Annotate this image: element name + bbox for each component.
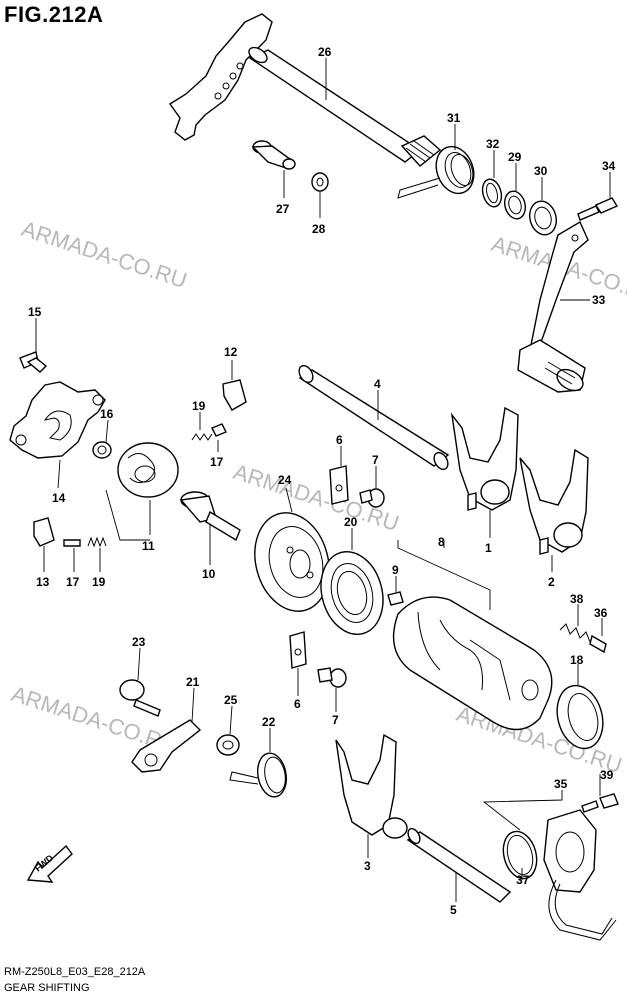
part-bolt-39	[581, 793, 619, 813]
forward-arrow-icon: FWD	[26, 844, 73, 883]
part-bearing-18	[556, 684, 604, 750]
part-gear-position-sensor-35	[543, 809, 617, 941]
leader-lines	[35, 58, 611, 902]
part-spring-19a	[191, 433, 213, 441]
part-pin-17a	[211, 423, 227, 437]
callout-36: 36	[594, 606, 608, 620]
callout-35: 35	[554, 777, 568, 791]
callout-6: 6	[336, 433, 343, 447]
part-stopper-arm-21	[131, 719, 202, 773]
part-shift-fork-1	[450, 406, 519, 511]
part-bearing-20	[320, 550, 384, 636]
part-screw-7a	[359, 488, 385, 508]
part-bolt-23	[119, 679, 161, 717]
callout-5: 5	[450, 903, 457, 917]
callout-25: 25	[224, 693, 238, 707]
callout-31: 31	[447, 111, 461, 125]
figure-title: FIG.212A	[4, 2, 104, 27]
part-stopper-plate-14	[9, 381, 106, 459]
part-screw-15	[19, 351, 48, 373]
callout-9: 9	[392, 563, 399, 577]
callout-3: 3	[364, 859, 371, 873]
callout-19b: 19	[92, 575, 106, 589]
callout-32: 32	[486, 137, 500, 151]
part-bolt-27	[251, 140, 296, 170]
part-stopper-6a	[329, 465, 349, 505]
callout-10: 10	[202, 567, 216, 581]
part-shift-cam-11	[117, 442, 179, 498]
part-return-spring	[397, 145, 475, 199]
callout-37: 37	[516, 873, 530, 887]
callout-26: 26	[318, 45, 332, 59]
callout-33: 33	[592, 293, 606, 307]
callout-7: 7	[372, 453, 379, 467]
part-washer-25	[216, 734, 240, 756]
callout-1: 1	[485, 541, 492, 555]
callout-6b: 6	[294, 697, 301, 711]
part-nut-16	[92, 441, 112, 459]
part-washer-29	[503, 190, 527, 220]
callout-8: 8	[438, 535, 445, 549]
callout-22: 22	[262, 715, 276, 729]
callout-20: 20	[344, 515, 358, 529]
part-o-ring-37	[502, 830, 538, 880]
callout-18: 18	[570, 653, 584, 667]
callout-numbers: 26 31 32 29 30 34 27 28 33 15 12 4 16 19…	[28, 45, 616, 917]
part-pin-17b	[63, 539, 81, 547]
callout-2: 2	[548, 575, 555, 589]
callout-39: 39	[600, 768, 614, 782]
callout-38: 38	[570, 592, 584, 606]
part-fork-shaft-5	[406, 827, 512, 903]
part-spring-19b	[87, 536, 107, 548]
callout-27: 27	[276, 202, 290, 216]
part-shift-fork-3	[335, 733, 408, 839]
callout-29: 29	[508, 150, 522, 164]
part-cam-bolt-10	[179, 491, 241, 542]
callout-21: 21	[186, 675, 200, 689]
part-gearshift-lever	[517, 220, 589, 393]
part-washer-28	[311, 172, 329, 192]
callout-4: 4	[374, 377, 381, 391]
callout-13: 13	[36, 575, 50, 589]
callout-24: 24	[278, 473, 292, 487]
part-shift-shaft	[168, 13, 442, 167]
part-circlip	[481, 178, 503, 208]
model-code: RM-Z250L8_E03_E28_212A	[4, 966, 146, 978]
callout-17b: 17	[66, 575, 80, 589]
part-bolt-34	[577, 197, 619, 221]
part-pawl-13	[33, 517, 55, 547]
callout-17: 17	[210, 455, 224, 469]
callout-19: 19	[192, 399, 206, 413]
part-pin-36	[589, 634, 607, 654]
part-spring-22	[229, 752, 288, 798]
callout-16: 16	[100, 407, 114, 421]
part-shift-fork-2	[519, 448, 589, 555]
part-screw-7b	[317, 667, 347, 688]
part-spring-38	[559, 623, 591, 643]
callout-28: 28	[312, 222, 326, 236]
part-shift-drum-8	[392, 596, 553, 731]
section-name: GEAR SHIFTING	[4, 982, 90, 994]
callout-14: 14	[52, 491, 66, 505]
callout-11: 11	[142, 539, 155, 553]
part-oil-seal-30	[528, 200, 558, 236]
callout-34: 34	[602, 159, 616, 173]
part-cam-driven-gear-24	[254, 512, 330, 612]
callout-23: 23	[132, 635, 146, 649]
watermark: ARMADA-CO.RU	[18, 216, 190, 293]
callout-15: 15	[28, 305, 42, 319]
callout-12: 12	[224, 345, 238, 359]
callout-7b: 7	[332, 713, 339, 727]
part-fork-shaft-4	[298, 364, 450, 471]
callout-30: 30	[534, 164, 548, 178]
part-pin-9	[387, 591, 404, 606]
part-stopper-6b	[289, 631, 307, 669]
part-pawl-12	[222, 379, 247, 411]
